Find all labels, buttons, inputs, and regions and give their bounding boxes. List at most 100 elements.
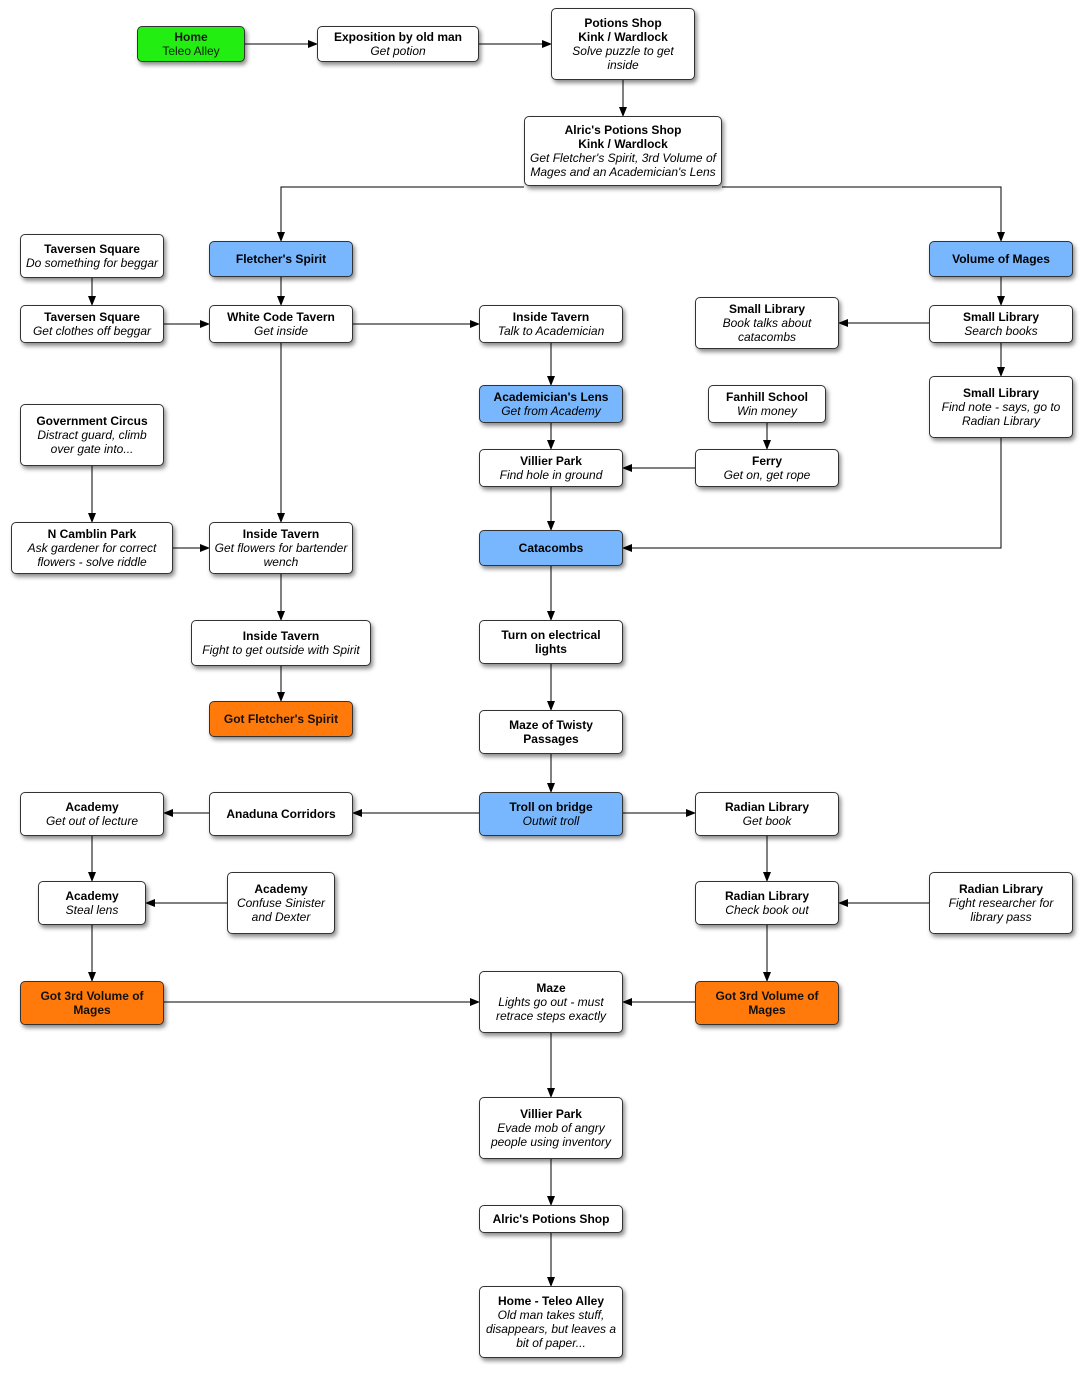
node-description: Teleo Alley xyxy=(162,44,220,58)
node-title: Government Circus xyxy=(36,414,148,428)
node-description: Search books xyxy=(964,324,1038,338)
node-title: Fletcher's Spirit xyxy=(235,252,327,266)
node-title: Home - Teleo Alley xyxy=(497,1294,605,1308)
node-got-fletchers-spirit: Got Fletcher's Spirit xyxy=(209,701,353,737)
node-title: Academy xyxy=(65,889,119,903)
edge-small-library-note-to-catacombs xyxy=(622,438,1002,552)
node-title: Maze xyxy=(536,981,566,995)
node-description: Get potion xyxy=(370,44,426,58)
node-title: White Code Tavern xyxy=(227,310,335,324)
node-title: Small Library xyxy=(728,302,806,316)
node-title: Academician's Lens xyxy=(493,390,609,404)
node-title: Inside Tavern xyxy=(242,527,320,541)
node-alrics-shop-return: Alric's Potions Shop xyxy=(479,1205,623,1233)
node-title: Radian Library xyxy=(958,882,1044,896)
node-maze-twisty: Maze of Twisty Passages xyxy=(479,710,623,754)
node-title: Ferry xyxy=(751,454,783,468)
node-got-3rd-volume-right: Got 3rd Volume of Mages xyxy=(695,981,839,1025)
node-title: Troll on bridge xyxy=(509,800,593,814)
node-description: Get inside xyxy=(253,324,309,338)
node-title: Taversen Square xyxy=(44,242,140,256)
node-title: N Camblin Park xyxy=(47,527,137,541)
node-title: Small Library xyxy=(962,386,1040,400)
node-description: Check book out xyxy=(725,903,809,917)
node-title: Inside Tavern xyxy=(512,310,590,324)
node-title: Turn on electrical lights xyxy=(501,628,601,656)
node-catacombs: Catacombs xyxy=(479,530,623,566)
node-title: Inside Tavern xyxy=(242,629,320,643)
node-title: Got 3rd Volume of Mages xyxy=(715,989,819,1017)
node-title: Got 3rd Volume of Mages xyxy=(40,989,144,1017)
node-description: Confuse Sinister and Dexter xyxy=(236,896,326,924)
node-description: Fight researcher for library pass xyxy=(948,896,1054,924)
node-description: Find note - says, go to Radian Library xyxy=(941,400,1061,428)
node-description: Talk to Academician xyxy=(497,324,605,338)
node-title: Exposition by old man xyxy=(333,30,462,44)
node-title: Fanhill School xyxy=(725,390,808,404)
node-fletchers-spirit: Fletcher's Spirit xyxy=(209,241,353,277)
node-title: Maze of Twisty Passages xyxy=(509,718,593,746)
node-description: Steal lens xyxy=(65,903,119,917)
node-description: Fight to get outside with Spirit xyxy=(202,643,360,657)
node-title: Academy xyxy=(254,882,308,896)
node-description: Get out of lecture xyxy=(45,814,139,828)
node-title: Villier Park xyxy=(520,454,582,468)
node-volume-of-mages: Volume of Mages xyxy=(929,241,1073,277)
node-description: Win money xyxy=(737,404,797,418)
node-description: Ask gardener for correct flowers - solve… xyxy=(27,541,157,569)
node-description: Book talks about catacombs xyxy=(722,316,812,344)
node-title: Alric's Potions Shop xyxy=(492,1212,610,1226)
node-title: Anaduna Corridors xyxy=(226,807,336,821)
node-title: Home xyxy=(174,30,208,44)
node-anaduna-corridors: Anaduna Corridors xyxy=(209,792,353,836)
node-description: Get book xyxy=(742,814,792,828)
node-description: Get clothes off beggar xyxy=(32,324,152,338)
node-title: Radian Library xyxy=(724,889,810,903)
node-description: Get flowers for bartender wench xyxy=(214,541,348,569)
node-description: Get on, get rope xyxy=(723,468,811,482)
node-title: Academy xyxy=(65,800,119,814)
node-title: Potions Shop Kink / Wardlock xyxy=(578,16,668,44)
node-title: Radian Library xyxy=(724,800,810,814)
edge-alrics-shop-to-fletchers-spirit xyxy=(277,186,524,242)
node-got-3rd-volume-left: Got 3rd Volume of Mages xyxy=(20,981,164,1025)
node-title: Got Fletcher's Spirit xyxy=(223,712,339,726)
node-electrical-lights: Turn on electrical lights xyxy=(479,620,623,664)
node-title: Catacombs xyxy=(518,541,584,555)
node-title: Villier Park xyxy=(520,1107,582,1121)
node-description: Outwit troll xyxy=(522,814,580,828)
node-description: Distract guard, climb over gate into... xyxy=(37,428,147,456)
node-title: Small Library xyxy=(962,310,1040,324)
node-description: Lights go out - must retrace steps exact… xyxy=(495,995,607,1023)
node-title: Taversen Square xyxy=(44,310,140,324)
node-description: Get from Academy xyxy=(501,404,601,418)
